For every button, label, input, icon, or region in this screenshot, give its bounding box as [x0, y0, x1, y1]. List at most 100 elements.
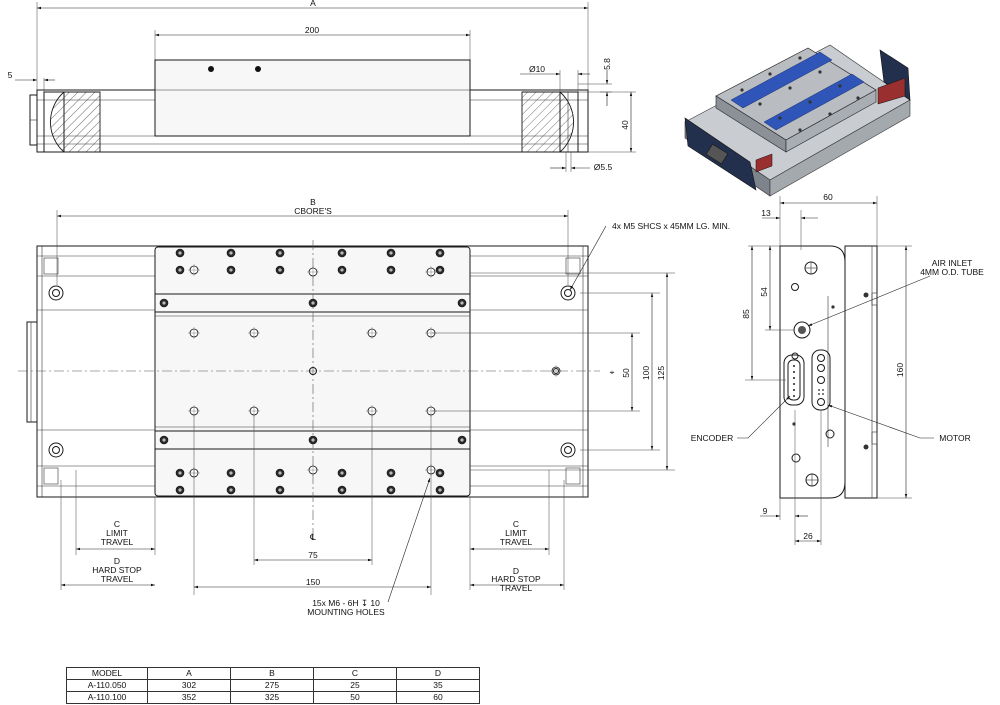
dim-150-label: 150 [306, 577, 320, 587]
motor-label: MOTOR [939, 433, 970, 443]
screw-hole-center [340, 471, 344, 475]
screw-hole-center [311, 301, 315, 305]
screw-hole-center [389, 471, 393, 475]
dim-50-label: 50 [621, 368, 631, 378]
air-inlet-sub-label: 4MM O.D. TUBE [920, 267, 984, 277]
table-header: MODEL [66, 667, 148, 680]
carriage-plate [154, 246, 471, 497]
dim-a-label: A [310, 0, 316, 8]
isometric-render [684, 44, 911, 197]
dim-75-label: 75 [308, 550, 318, 560]
screw-hole-center [438, 251, 442, 255]
screw-hole-center [340, 268, 344, 272]
table-cell: 60 [396, 691, 480, 704]
limit-travel-label-left: LIMIT [106, 528, 128, 538]
blue-rail [730, 51, 833, 109]
limit-travel-c-left: C [114, 519, 120, 529]
right-end-section [521, 91, 574, 153]
screw-hole-center [389, 251, 393, 255]
screw-hole-center [278, 471, 282, 475]
dim-100-label: 100 [641, 366, 651, 380]
encoder-label: ENCODER [691, 433, 734, 443]
shcs-callout: 4x M5 SHCS x 45MM LG. MIN. [612, 221, 730, 231]
screw-hole-center [229, 251, 233, 255]
dim-54-label: 54 [759, 287, 769, 297]
limit-travel-c-right: C [513, 519, 519, 529]
screw-hole-center [229, 268, 233, 272]
dim-85-label: 85 [741, 309, 751, 319]
dim-125-label: 125 [656, 366, 666, 380]
table-cell: 352 [147, 691, 231, 704]
screw-hole-center [162, 301, 166, 305]
table-cell: 325 [230, 691, 314, 704]
table-cell: 35 [396, 679, 480, 692]
table-header: A [147, 667, 231, 680]
screw-hole-center [229, 488, 233, 492]
dim-13-label: 13 [761, 208, 771, 218]
spec-table: MODEL A B C D A-110.050 302 275 25 35 A-… [66, 667, 480, 704]
limit-travel-sub-right: TRAVEL [500, 537, 533, 547]
dim-160-label: 160 [895, 363, 905, 377]
mounting-holes-label: MOUNTING HOLES [307, 607, 385, 617]
mounting-holes [188, 264, 562, 479]
carriage-hole [208, 66, 214, 72]
dim-dia5-5-label: Ø5.5 [594, 162, 613, 172]
screw-hole-center [162, 438, 166, 442]
screw-hole-center [311, 438, 315, 442]
encoder-connector [783, 354, 805, 406]
screw-hole-center [229, 471, 233, 475]
carriage-hole [255, 66, 261, 72]
table-cell: 25 [313, 679, 397, 692]
side-view: 60 13 54 85 160 9 26 AIR INLET 4MM O.D. … [691, 192, 984, 545]
table-header: C [313, 667, 397, 680]
table-row: A-110.100 352 325 50 60 [66, 691, 480, 704]
table-cell: 302 [147, 679, 231, 692]
center-mark: ℄ [309, 532, 316, 542]
cbore-hole [560, 285, 576, 301]
screw-hole-center [340, 488, 344, 492]
dim-5-8-label: 5.8 [602, 58, 612, 70]
bumper [877, 77, 906, 105]
hard-stop-label-right: HARD STOP [491, 574, 541, 584]
dim-dia10-label: Ø10 [529, 64, 545, 74]
screw-hole-center [438, 488, 442, 492]
hard-stop-sub-right: TRAVEL [500, 583, 533, 593]
screw-hole-center [389, 268, 393, 272]
dim-40-label: 40 [620, 120, 630, 130]
hard-stop-d-right: D [513, 566, 519, 576]
dim-9-label: 9 [763, 506, 768, 516]
screw-hole-center [178, 251, 182, 255]
motor-connector [811, 349, 831, 411]
air-inlet-label: AIR INLET [932, 258, 973, 268]
dim-200-label: 200 [305, 25, 319, 35]
dim-b-label: B [310, 197, 316, 207]
main-plan-view: B CBORE'S [18, 197, 730, 617]
screw-hole-center [178, 268, 182, 272]
screw-hole-center [340, 251, 344, 255]
table-cell: 275 [230, 679, 314, 692]
table-row: A-110.050 302 275 25 35 [66, 679, 480, 692]
table-cell: A-110.100 [66, 691, 148, 704]
screw-hole-center [278, 488, 282, 492]
dim-26-label: 26 [803, 531, 813, 541]
screw-hole-center [460, 301, 464, 305]
limit-travel-sub-left: TRAVEL [101, 537, 134, 547]
table-header: B [230, 667, 314, 680]
screw-hole-center [460, 438, 464, 442]
cbore-hole [48, 285, 64, 301]
limit-travel-label-right: LIMIT [505, 528, 527, 538]
hard-stop-d-left: D [114, 556, 120, 566]
screw-hole-center [178, 471, 182, 475]
table-cell: 50 [313, 691, 397, 704]
dim-5-label: 5 [8, 70, 13, 80]
hard-stop-sub-left: TRAVEL [101, 574, 134, 584]
left-end-section [50, 91, 101, 153]
hard-stop-label-left: HARD STOP [92, 565, 142, 575]
svg-text:⌖: ⌖ [610, 367, 615, 377]
screw-hole-center [438, 268, 442, 272]
screw-hole-center [178, 488, 182, 492]
table-header-row: MODEL A B C D [66, 667, 480, 680]
screw-hole-center [278, 251, 282, 255]
blue-rail [763, 73, 865, 131]
